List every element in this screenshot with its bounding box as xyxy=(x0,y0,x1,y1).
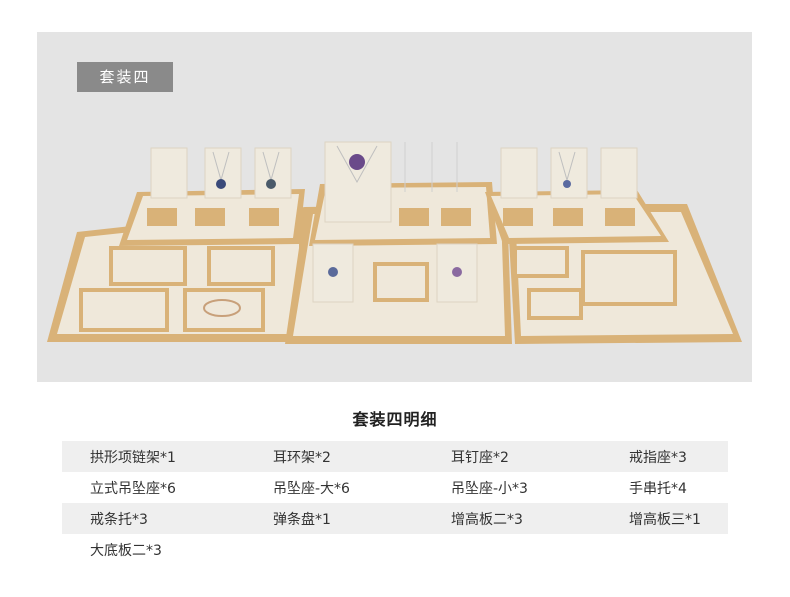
set-badge: 套装四 xyxy=(77,62,173,92)
list-item: 增高板二*3 xyxy=(423,503,601,534)
list-item: 耳环架*2 xyxy=(245,441,423,472)
list-item: 耳钉座*2 xyxy=(423,441,601,472)
list-item: 拱形项链架*1 xyxy=(62,441,245,472)
list-item xyxy=(423,534,601,565)
list-item: 戒指座*3 xyxy=(601,441,728,472)
front-blocks xyxy=(79,246,677,332)
list-item: 手串托*4 xyxy=(629,480,687,497)
list-item: 吊坠座-大*6 xyxy=(273,480,350,497)
list-item: 吊坠座-小*3 xyxy=(451,480,528,497)
list-row: 戒条托*3 弹条盘*1 增高板二*3 增高板三*1 xyxy=(62,503,728,534)
list-item: 弹条盘*1 xyxy=(245,503,423,534)
list-item: 大底板二*3 xyxy=(90,542,162,559)
list-item: 增高板三*1 xyxy=(601,503,728,534)
list-row: 大底板二*3 xyxy=(62,534,728,565)
product-photo: 套装四 xyxy=(37,32,752,382)
list-row: 立式吊坠座*6 吊坠座-大*6 吊坠座-小*3 手串托*4 xyxy=(62,472,728,503)
list-item: 戒条托*3 xyxy=(62,503,245,534)
jewelry-display-set-illustration xyxy=(47,141,742,344)
list-row: 拱形项链架*1 耳环架*2 耳钉座*2 戒指座*3 xyxy=(62,441,728,472)
list-item: 立式吊坠座*6 xyxy=(90,480,176,497)
list-item xyxy=(601,534,728,565)
list-item xyxy=(245,534,423,565)
detail-title: 套装四明细 xyxy=(352,410,438,429)
item-list: 拱形项链架*1 耳环架*2 耳钉座*2 戒指座*3 立式吊坠座*6 吊坠座-大*… xyxy=(62,441,728,565)
